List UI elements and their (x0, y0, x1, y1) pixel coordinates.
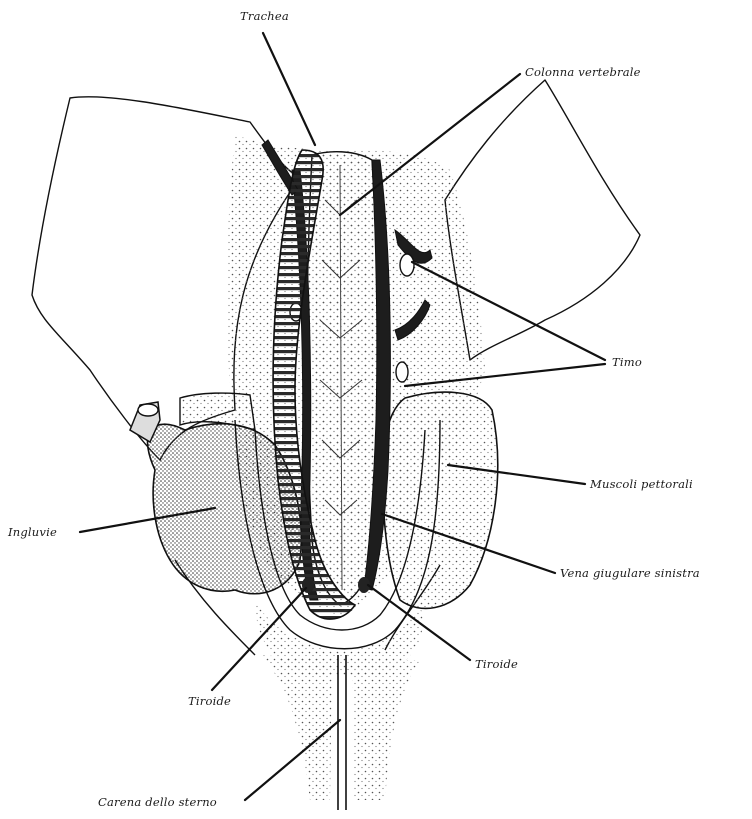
label-timo: Timo (612, 355, 642, 369)
label-muscoli-pettorali: Muscoli pettorali (589, 477, 693, 491)
keel (260, 655, 420, 810)
label-trachea: Trachea (240, 9, 289, 23)
label-tiroide-left: Tiroide (188, 694, 231, 708)
label-vena-giugulare: Vena giugulare sinistra (560, 566, 700, 580)
label-colonna-vertebrale: Colonna vertebrale (525, 65, 641, 79)
label-ingluvie: Ingluvie (7, 525, 57, 539)
label-tiroide-right: Tiroide (475, 657, 518, 671)
leader-trachea (263, 33, 315, 145)
label-carena-dello-sterno: Carena dello sterno (98, 795, 217, 809)
